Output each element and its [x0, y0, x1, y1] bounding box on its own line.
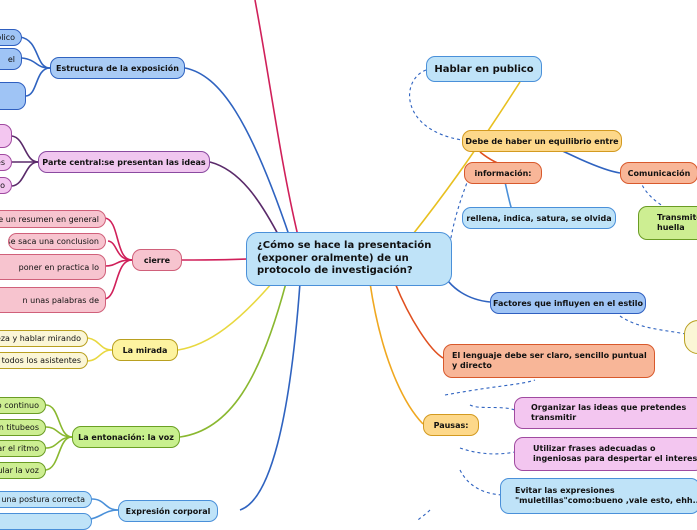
expresion-child-2[interactable] [0, 513, 92, 530]
cierre-child-2[interactable]: se saca una conclusion [8, 233, 106, 250]
entonacion-child-2[interactable]: in titubeos [0, 419, 46, 436]
frases-node[interactable]: Utilizar frases adecuadas o ingeniosas p… [514, 437, 697, 471]
parte-central-child-1[interactable] [0, 124, 12, 148]
branch-expresion-corporal[interactable]: Expresión corporal [118, 500, 218, 522]
cierre-child-4[interactable]: n unas palabras de [0, 287, 106, 313]
rellena-node[interactable]: rellena, indica, satura, se olvida [462, 207, 616, 229]
mirada-child-1[interactable]: eza y hablar mirando [0, 330, 88, 347]
evitar-node[interactable]: Evitar las expresiones "muletillas"como:… [500, 478, 697, 514]
central-topic[interactable]: ¿Cómo se hace la presentación (exponer o… [246, 232, 452, 286]
parte-central-child-3[interactable]: co [0, 177, 12, 194]
branch-estructura[interactable]: Estructura de la exposición [50, 57, 185, 79]
cierre-child-3[interactable]: poner en practica lo [0, 254, 106, 280]
lenguaje-node[interactable]: El lenguaje debe ser claro, sencillo pun… [443, 344, 655, 378]
informacion-node[interactable]: información: [464, 162, 542, 184]
entonacion-child-4[interactable]: dular la voz [0, 462, 46, 479]
entonacion-child-3[interactable]: iar el ritmo [0, 440, 46, 457]
expresion-child-1[interactable]: n una postura correcta [0, 491, 92, 508]
comunicacion-node[interactable]: Comunicación [620, 162, 697, 184]
organizar-node[interactable]: Organizar las ideas que pretendes transm… [514, 397, 697, 429]
transmite-node[interactable]: Transmite huella [638, 206, 697, 240]
estructura-child-1[interactable]: ublico [0, 29, 22, 46]
parte-central-child-2[interactable]: es [0, 154, 12, 171]
estructura-child-2[interactable]: el [0, 48, 22, 70]
factores-node[interactable]: Factores que influyen en el estilo [490, 292, 646, 314]
pausas-node[interactable]: Pausas: [423, 414, 479, 436]
mirada-child-2[interactable]: n todos los asistentes [0, 352, 88, 369]
branch-parte-central[interactable]: Parte central:se presentan las ideas [38, 151, 210, 173]
branch-cierre[interactable]: cierre [132, 249, 182, 271]
cierre-child-1[interactable]: hace un resumen en general [0, 210, 106, 228]
estructura-child-3[interactable] [0, 82, 26, 110]
entonacion-child-1[interactable]: o continuo [0, 397, 46, 414]
equilibrio-node[interactable]: Debe de haber un equilibrio entre [462, 130, 622, 152]
branch-entonacion[interactable]: La entonación: la voz [72, 426, 180, 448]
branch-mirada[interactable]: La mirada [112, 339, 178, 361]
branch-hablar-en-publico[interactable]: Hablar en publico [426, 56, 542, 82]
